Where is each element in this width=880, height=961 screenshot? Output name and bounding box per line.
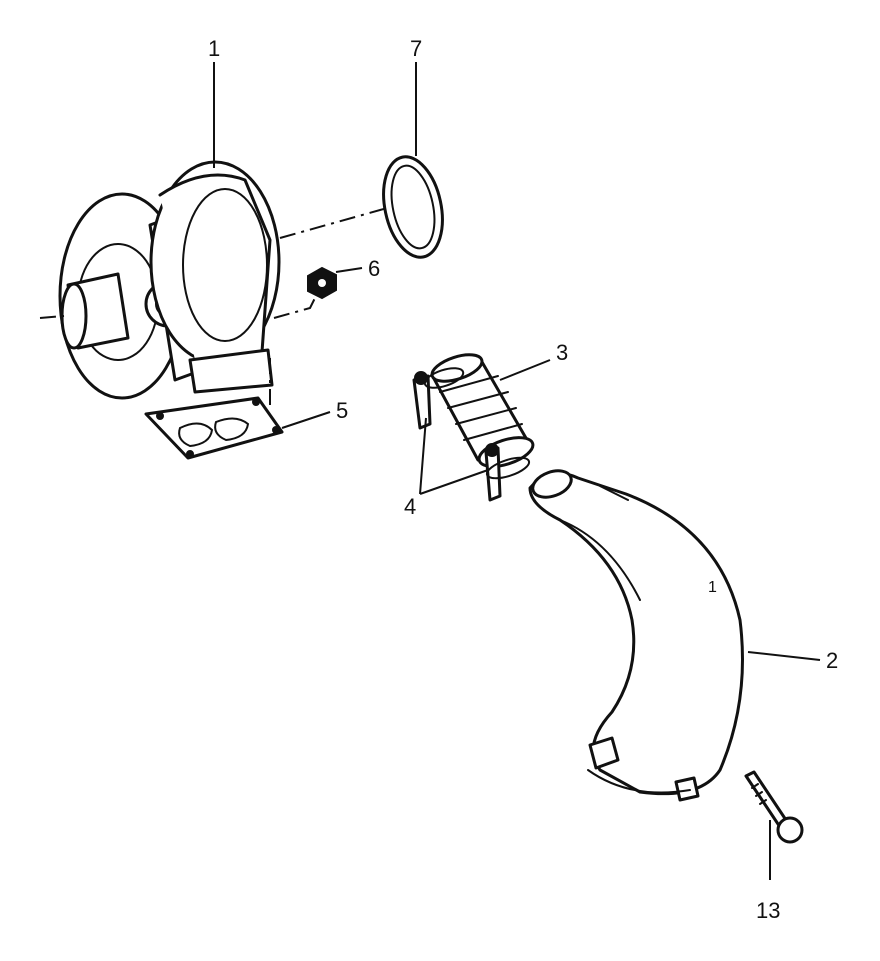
- callout-7: 7: [410, 36, 422, 61]
- callout-1: 1: [208, 36, 220, 61]
- callout-4: 4: [404, 494, 416, 519]
- callout-6: 6: [368, 256, 380, 281]
- turbocharger-part: [58, 160, 281, 400]
- leader-lines: [213, 62, 821, 880]
- clamps-part: [412, 367, 531, 502]
- nut-part: [307, 266, 337, 300]
- gasket-part: [144, 396, 284, 460]
- callout-5: 5: [336, 398, 348, 423]
- bolt-part: [744, 770, 804, 844]
- callout-3: 3: [556, 340, 568, 365]
- hose-part: [430, 353, 535, 468]
- exhaust-elbow-part: [528, 469, 744, 802]
- callout-13: 13: [756, 898, 780, 923]
- elbow-mark: 1: [708, 579, 717, 596]
- seal-ring-part: [382, 155, 444, 259]
- callout-2: 2: [826, 648, 838, 673]
